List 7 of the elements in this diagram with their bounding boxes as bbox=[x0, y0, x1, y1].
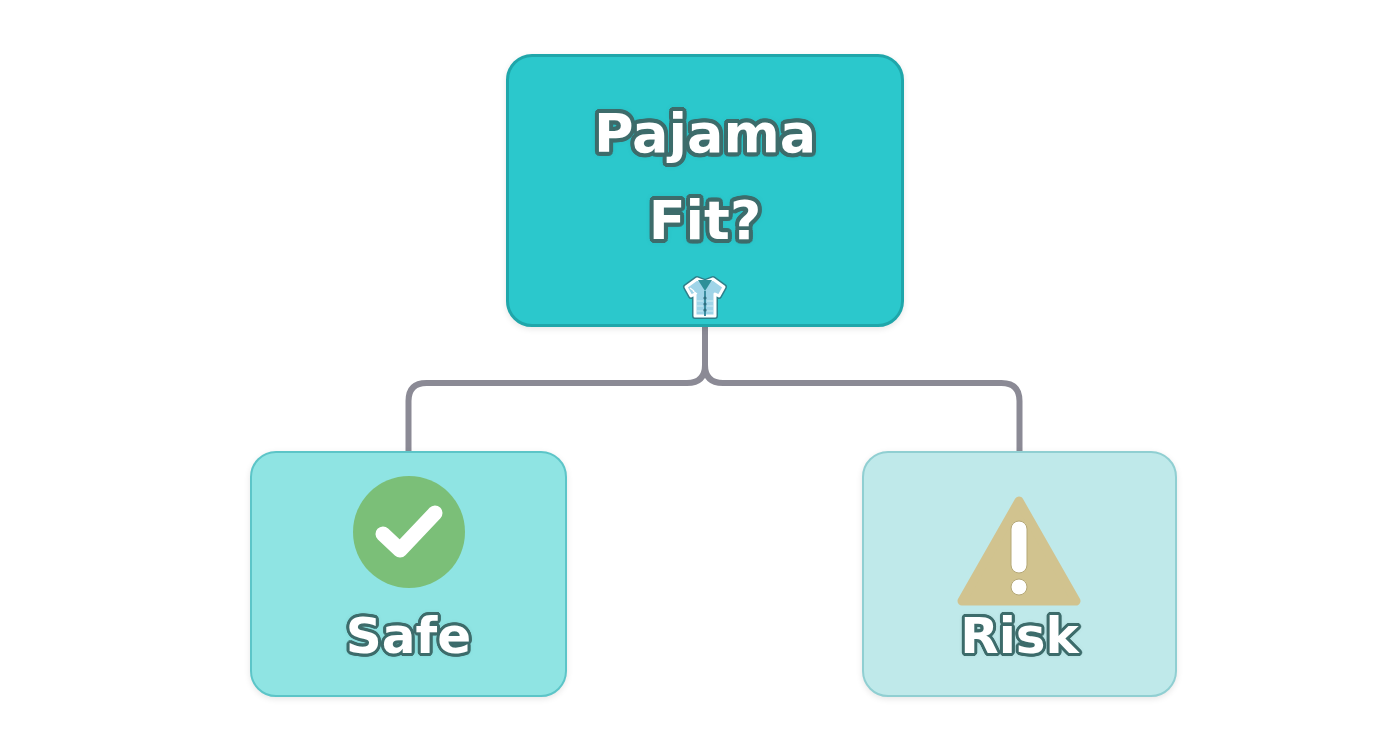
decision-box bbox=[506, 54, 904, 327]
result-box bbox=[250, 451, 567, 697]
question-label: Pajama Fit? bbox=[592, 101, 818, 254]
result-label: Safe bbox=[344, 606, 473, 667]
result-box bbox=[862, 451, 1177, 697]
result-label: Risk bbox=[959, 606, 1081, 667]
connector-line bbox=[702, 327, 1023, 451]
